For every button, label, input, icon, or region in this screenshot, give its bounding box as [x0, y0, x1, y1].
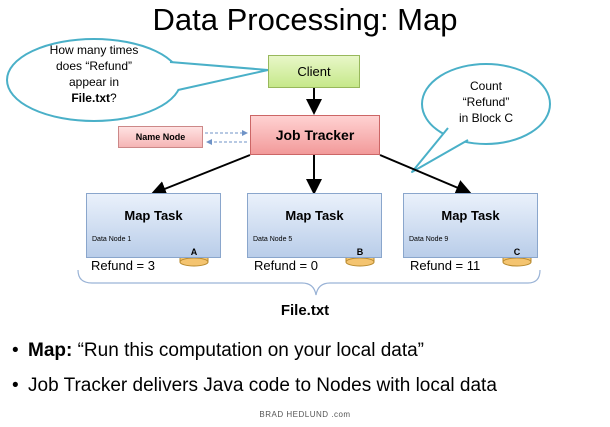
map-task-label: Map Task	[441, 208, 500, 223]
page-title: Data Processing: Map	[152, 2, 458, 37]
file-brace	[77, 269, 541, 296]
credit-footer: BRAD HEDLUND .com	[259, 410, 351, 419]
data-node-label: Data Node 5	[253, 236, 293, 243]
bullet-job-tracker: •Job Tracker delivers Java code to Nodes…	[12, 375, 497, 396]
bullet-map: •Map: “Run this computation on your loca…	[12, 340, 425, 361]
client-box: Client	[268, 55, 360, 88]
refund-count-3: Refund = 11	[410, 258, 481, 273]
map-task-3: Map Task Data Node 9	[403, 193, 538, 258]
map-task-label: Map Task	[124, 208, 183, 223]
map-task-2: Map Task Data Node 5	[247, 193, 382, 258]
data-node-label: Data Node 1	[92, 236, 132, 243]
refund-count-2: Refund = 0	[254, 258, 318, 273]
job-tracker-box: Job Tracker	[250, 115, 380, 155]
map-task-1: Map Task Data Node 1	[86, 193, 221, 258]
map-task-label: Map Task	[285, 208, 344, 223]
block-label-b: B	[356, 247, 364, 257]
block-label-c: C	[513, 247, 521, 257]
data-node-label: Data Node 9	[409, 236, 449, 243]
file-label: File.txt	[280, 302, 330, 319]
refund-count-1: Refund = 3	[91, 258, 155, 273]
left-callout-text: How many times does “Refund” appear in F…	[49, 43, 139, 105]
name-node-box: Name Node	[118, 126, 203, 148]
right-callout-text: Count “Refund” in Block C	[458, 79, 514, 125]
arrow-jobtracker-to-map1	[150, 154, 251, 197]
arrow-jobtracker-to-map3	[379, 154, 472, 195]
right-callout-bubble	[411, 63, 551, 173]
left-callout-bubble	[6, 38, 269, 122]
block-label-a: A	[190, 247, 198, 257]
